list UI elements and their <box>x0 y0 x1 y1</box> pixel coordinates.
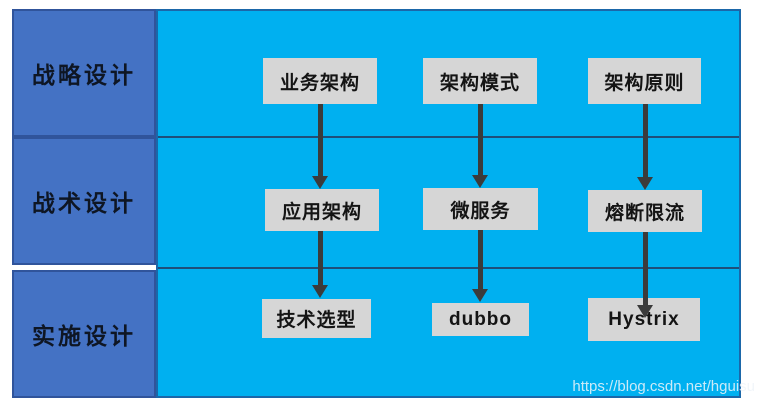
layer-label-text: 实施设计 <box>32 324 136 349</box>
watermark-url: https://blog.csdn.net/hguisu <box>572 378 755 395</box>
layer-label-tactical-design: 战术设计 <box>12 137 156 265</box>
arrow-application-to-technology <box>312 231 328 298</box>
node-dubbo: dubbo <box>432 303 529 336</box>
layer-label-strategic-design: 战略设计 <box>12 9 156 137</box>
node-technology-selection: 技术选型 <box>262 299 371 338</box>
node-microservices: 微服务 <box>423 188 538 230</box>
arrow-principles-to-circuit-breaking <box>637 104 653 190</box>
node-business-architecture: 业务架构 <box>263 58 377 104</box>
node-architecture-principles: 架构原则 <box>588 58 701 104</box>
layer-label-implementation-design: 实施设计 <box>12 270 156 398</box>
node-application-architecture: 应用架构 <box>265 189 379 231</box>
node-circuit-breaking-rate-limiting: 熔断限流 <box>588 190 702 232</box>
arrow-business-to-application <box>312 104 328 189</box>
layer-label-text: 战术设计 <box>32 191 136 216</box>
row-divider <box>158 136 739 138</box>
layer-label-text: 战略设计 <box>32 63 136 88</box>
arrow-pattern-to-microservices <box>472 104 488 188</box>
node-architecture-pattern: 架构模式 <box>423 58 537 104</box>
arrow-circuit-breaking-to-hystrix <box>637 232 653 318</box>
row-divider <box>158 267 739 269</box>
arrow-microservices-to-dubbo <box>472 230 488 302</box>
